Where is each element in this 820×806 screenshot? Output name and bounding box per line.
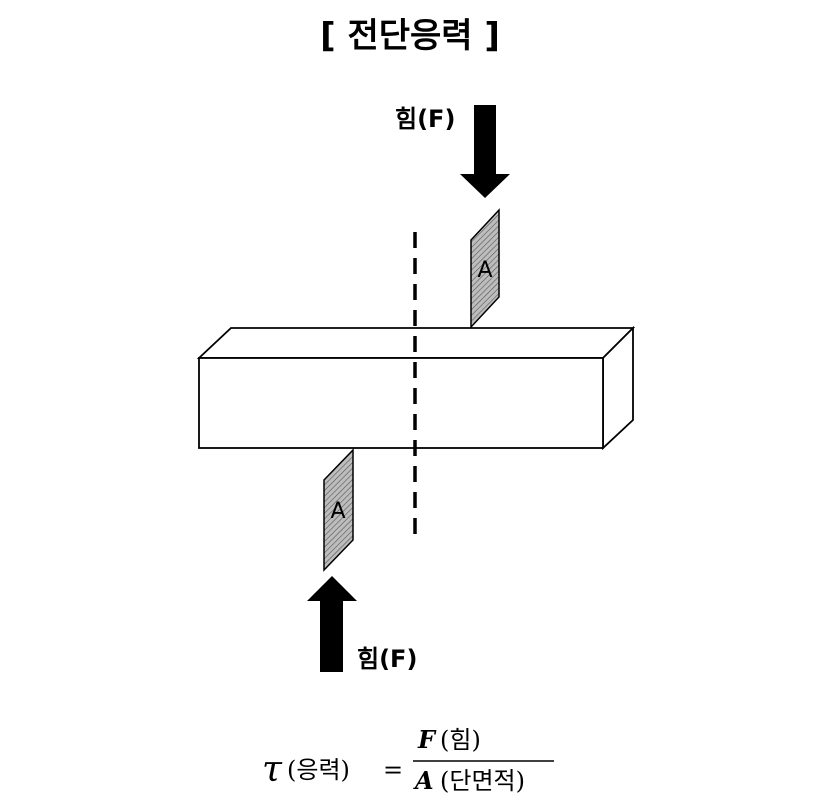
tau-symbol: τ (262, 749, 283, 790)
beam-front-face (198, 357, 604, 449)
denominator-label: (단면적) (440, 767, 525, 795)
shear-area-bottom (323, 448, 354, 572)
shear-stress-formula: τ (응력) = F (힘) A (단면적) (262, 725, 554, 795)
area-label-top: A (477, 258, 492, 283)
force-label-top: 힘(F) (395, 105, 455, 133)
equals-sign: = (383, 756, 403, 784)
force-arrow-up-icon (307, 576, 357, 672)
shear-area-top (470, 208, 500, 329)
denominator-variable: A (413, 766, 434, 795)
numerator-variable: F (417, 725, 437, 754)
force-label-bottom: 힘(F) (357, 645, 417, 673)
force-arrow-down-icon (460, 105, 510, 198)
beam (196, 325, 636, 451)
area-label-bottom: A (330, 499, 345, 524)
diagram-title: [ 전단응력 ] (320, 16, 500, 56)
numerator-label: (힘) (440, 726, 481, 754)
tau-label: (응력) (287, 756, 350, 784)
